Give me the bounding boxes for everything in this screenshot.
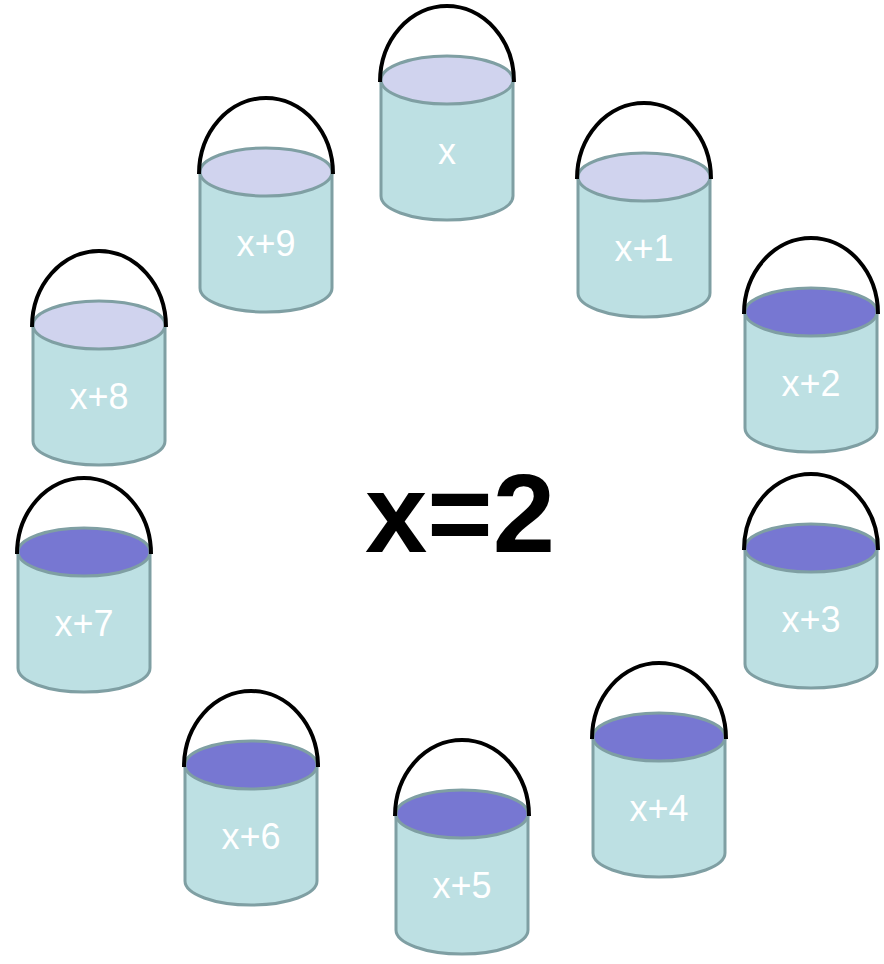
bucket-handle [744,238,878,314]
bucket-label: x+5 [393,868,531,904]
bucket-shape [30,245,168,473]
bucket: x+1 [575,97,713,325]
bucket-shape [197,92,335,320]
bucket-handle [592,663,726,739]
bucket-water [593,713,725,761]
bucket-label: x+4 [590,791,728,827]
bucket: x+2 [742,232,880,460]
bucket: x+4 [590,657,728,885]
bucket: x+8 [30,245,168,473]
equation-label: x=2 [365,458,555,570]
bucket-label: x+1 [575,231,713,267]
bucket-shape [393,734,531,962]
bucket-water [745,288,877,336]
bucket-water [381,56,513,104]
bucket-handle [199,98,333,174]
bucket-label: x+7 [15,606,153,642]
bucket: x+6 [182,685,320,913]
bucket-shape [742,468,880,696]
bucket-shape [378,0,516,228]
bucket-water [578,153,710,201]
bucket: x+7 [15,472,153,700]
bucket-water [200,148,332,196]
bucket-shape [742,232,880,460]
bucket-label: x+8 [30,379,168,415]
bucket-shape [15,472,153,700]
bucket-water [18,528,150,576]
bucket-shape [182,685,320,913]
bucket-water [396,790,528,838]
bucket-label: x+2 [742,366,880,402]
bucket-handle [32,251,166,327]
bucket-label: x+3 [742,602,880,638]
bucket: x+3 [742,468,880,696]
bucket: x+5 [393,734,531,962]
bucket-handle [184,691,318,767]
bucket-handle [380,6,514,82]
bucket-handle [395,740,529,816]
bucket-handle [744,474,878,550]
bucket-label: x+9 [197,226,335,262]
bucket-water [185,741,317,789]
bucket: x [378,0,516,228]
bucket-shape [590,657,728,885]
bucket: x+9 [197,92,335,320]
bucket-water [745,524,877,572]
bucket-water [33,301,165,349]
bucket-shape [575,97,713,325]
bucket-handle [577,103,711,179]
bucket-label: x [378,134,516,170]
bucket-label: x+6 [182,819,320,855]
bucket-handle [17,478,151,554]
